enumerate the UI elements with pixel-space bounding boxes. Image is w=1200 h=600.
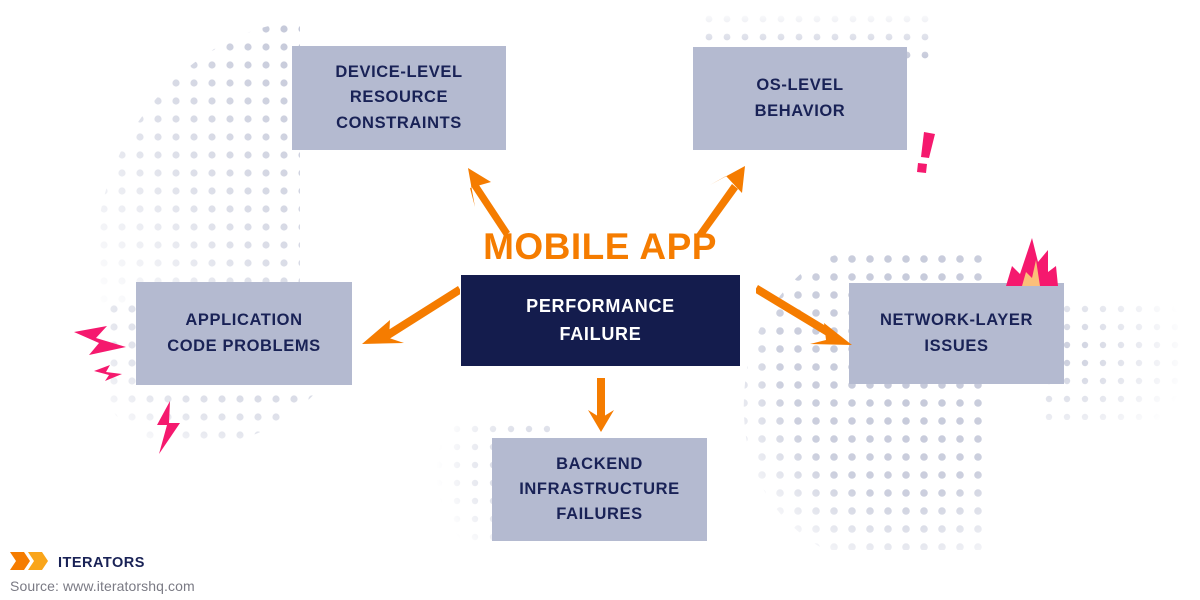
center-node-label: PERFORMANCE FAILURE [526, 295, 675, 344]
arrow-to-backend [586, 378, 616, 434]
node-label: DEVICE-LEVEL RESOURCE CONSTRAINTS [335, 63, 463, 132]
brand-name: ITERATORS [58, 555, 145, 571]
center-title: MOBILE APP [483, 226, 717, 267]
arrow-to-network [754, 285, 856, 351]
arrow-to-device-level [455, 158, 515, 236]
center-node-performance-failure[interactable]: PERFORMANCE FAILURE [461, 275, 740, 366]
arrow-to-os-level [690, 158, 752, 240]
exclamation-icon [913, 131, 939, 173]
node-network-layer-issues[interactable]: NETWORK-LAYER ISSUES [849, 283, 1064, 384]
iterators-logo-icon [10, 550, 50, 577]
lightning-bolt-icon-small [93, 363, 123, 383]
node-application-code-problems[interactable]: APPLICATION CODE PROBLEMS [136, 282, 352, 385]
arrow-to-application [360, 286, 462, 350]
brand-row: ITERATORS [10, 550, 195, 577]
explosion-icon [988, 236, 1068, 286]
node-backend-infrastructure-failures[interactable]: BACKEND INFRASTRUCTURE FAILURES [492, 438, 707, 541]
node-label: OS-LEVEL BEHAVIOR [754, 76, 846, 120]
node-label: APPLICATION CODE PROBLEMS [167, 311, 321, 355]
lightning-bolt-icon-large [72, 325, 128, 359]
node-label: BACKEND INFRASTRUCTURE FAILURES [519, 454, 680, 524]
node-os-level-behavior[interactable]: OS-LEVEL BEHAVIOR [693, 47, 907, 150]
node-device-level-resource-constraints[interactable]: DEVICE-LEVEL RESOURCE CONSTRAINTS [292, 46, 506, 150]
lightning-bolt-icon-lower [152, 400, 184, 455]
node-label: NETWORK-LAYER ISSUES [880, 311, 1033, 355]
footer: ITERATORS Source: www.iteratorshq.com [10, 550, 195, 594]
dot-pattern-left [95, 20, 305, 310]
source-line: Source: www.iteratorshq.com [10, 578, 195, 594]
